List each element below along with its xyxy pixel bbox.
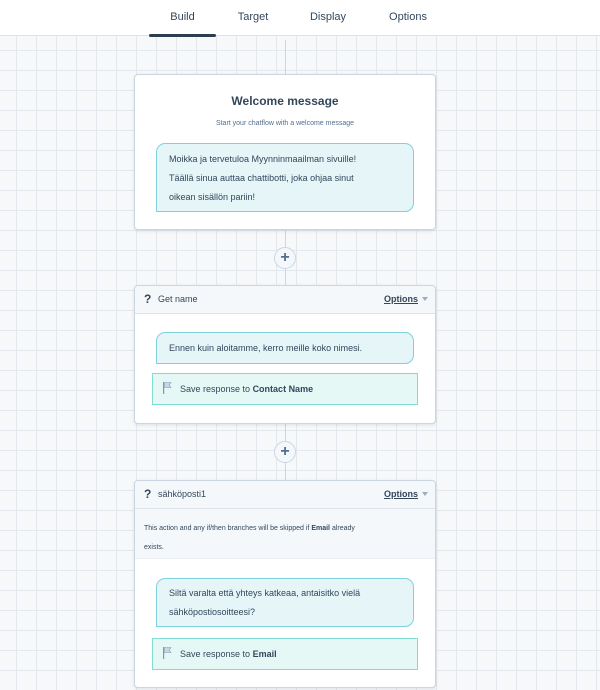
question-text: Ennen kuin aloitamme, kerro meille koko … [169,343,363,353]
message-line: oikean sisällön pariin! [169,192,256,202]
caret-down-icon[interactable] [422,297,428,301]
welcome-title: Welcome message [231,94,339,108]
message-line: Moikka ja tervetuloa Myynninmaailman siv… [169,154,357,164]
tab-options[interactable]: Options [389,11,427,23]
card-header: ? Get name Options [135,286,435,314]
skip-notice: This action and any if/then branches wil… [135,509,435,559]
save-response-target: Contact Name [252,384,314,394]
welcome-subtitle: Start your chatflow with a welcome messa… [215,120,355,127]
tab-target[interactable]: Target [237,11,269,23]
skip-notice-text: This action and any if/then branches wil… [144,525,355,551]
top-tab-bar: Build Target Display Options [0,0,600,37]
email-question-card[interactable]: ? sähköposti1 Options This action and an… [134,480,436,688]
question-bubble[interactable]: Siltä varalta että yhteys katkeaa, antai… [156,578,414,627]
options-link[interactable]: Options [384,294,418,304]
save-response-label: Save response to [180,384,251,394]
tab-build[interactable]: Build [149,0,216,37]
welcome-message-bubble[interactable]: Moikka ja tervetuloa Myynninmaailman siv… [156,143,414,212]
question-mark-icon: ? [144,487,152,501]
card-header: ? sähköposti1 Options [135,481,435,509]
message-line: Täällä sinua auttaa chattibotti, joka oh… [169,173,354,183]
connector-line [285,40,286,74]
caret-down-icon[interactable] [422,492,428,496]
add-action-button[interactable]: + [274,441,296,463]
save-response-row[interactable]: Save response to Email [152,638,418,670]
plus-icon: + [280,249,290,266]
question-mark-icon: ? [144,292,152,306]
options-link[interactable]: Options [384,489,418,499]
tab-display[interactable]: Display [309,11,347,23]
question-bubble[interactable]: Ennen kuin aloitamme, kerro meille koko … [156,332,414,364]
get-name-card[interactable]: ? Get name Options Ennen kuin aloitamme,… [134,285,436,424]
flag-icon [163,382,172,394]
flag-icon [163,647,172,659]
question-line: sähköpostiosoitteesi? [169,607,256,617]
welcome-message-card[interactable]: Welcome message Start your chatflow with… [134,74,436,230]
add-action-button[interactable]: + [274,247,296,269]
card-title: sähköposti1 [158,489,207,499]
plus-icon: + [280,443,290,460]
save-response-row[interactable]: Save response to Contact Name [152,373,418,405]
save-response-target: Email [252,649,277,659]
question-line: Siltä varalta että yhteys katkeaa, antai… [169,588,361,598]
card-title: Get name [158,294,198,304]
save-response-label: Save response to [180,649,251,659]
